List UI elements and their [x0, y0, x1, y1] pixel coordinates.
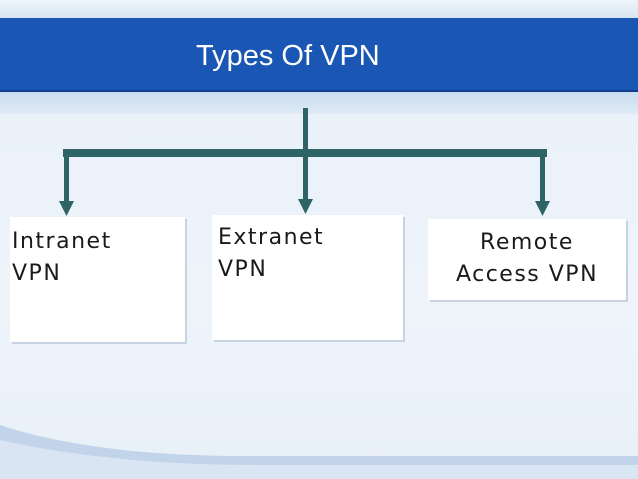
intranet-vpn-box: Intranet VPN: [10, 217, 185, 342]
drop-line-right: [540, 157, 545, 203]
drop-line-left: [64, 157, 69, 203]
slide-title: Types Of VPN: [196, 40, 380, 72]
title-bar: [0, 18, 638, 92]
swoosh-light: [0, 440, 638, 479]
remote-access-vpn-label: Remote Access VPN: [428, 227, 626, 291]
arrowhead-middle: [298, 199, 313, 214]
intranet-vpn-label: Intranet VPN: [12, 226, 182, 290]
drop-line-middle: [303, 156, 308, 202]
intranet-line-1: Intranet: [12, 229, 112, 254]
horizontal-bar: [63, 149, 547, 157]
remote-line-2: Access VPN: [455, 262, 599, 287]
title-underband: [0, 92, 638, 114]
extranet-vpn-box: Extranet VPN: [212, 215, 403, 340]
extranet-line-2: VPN: [218, 257, 268, 282]
arrowhead-right: [535, 201, 550, 216]
arrowhead-left: [59, 201, 74, 216]
extranet-line-1: Extranet: [218, 225, 325, 250]
remote-line-1: Remote: [480, 230, 574, 255]
trunk-line: [303, 108, 308, 156]
extranet-vpn-label: Extranet VPN: [218, 222, 398, 286]
remote-access-vpn-box: Remote Access VPN: [428, 219, 626, 300]
intranet-line-2: VPN: [12, 261, 62, 286]
top-band: [0, 0, 638, 18]
